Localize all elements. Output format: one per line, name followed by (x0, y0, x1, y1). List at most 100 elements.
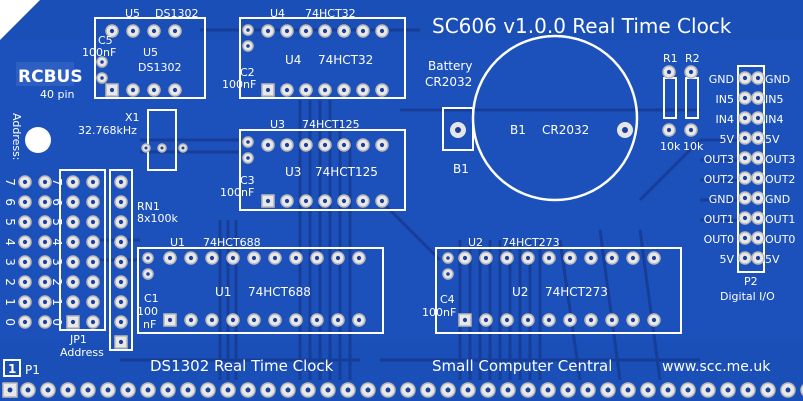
bus-pin-hole (45, 387, 51, 393)
u1-pad-hole (272, 317, 278, 323)
u1-part: 74HCT688 (203, 236, 261, 249)
u3-pad-hole (265, 198, 271, 204)
u4-pad-hole (379, 87, 385, 93)
u5-part-inner: DS1302 (138, 61, 181, 74)
u5-pad-hole (109, 28, 115, 34)
p2-pin-label-left: IN5 (716, 93, 734, 106)
rcbus-logo: RCBUS (18, 67, 83, 87)
u1-part-inner: 74HCT688 (248, 285, 311, 299)
address-pad-hole (42, 179, 48, 185)
u2-ref-inner: U2 (512, 285, 528, 299)
rn1-pad-hole (118, 219, 124, 225)
p2-pad-hole (742, 135, 748, 141)
address-bit-label-right: 6 (50, 198, 64, 206)
u2-ref: U2 (468, 236, 483, 249)
p2-pad-hole (742, 75, 748, 81)
address-pad-hole (22, 179, 28, 185)
u3-pad-hole (379, 198, 385, 204)
jp1-ref: JP1 (69, 333, 87, 346)
c1-unit: nF (143, 318, 156, 331)
p2-pad-hole (742, 115, 748, 121)
p2-pin-label-right: OUT2 (765, 173, 795, 186)
u1-pad-hole (251, 317, 257, 323)
address-pad-hole (42, 279, 48, 285)
p2-label: Digital I/O (720, 290, 775, 303)
battery-ref-inner: B1 (510, 123, 526, 137)
p2-pad-hole (742, 95, 748, 101)
r1-ref: R1 (663, 52, 678, 65)
p2-pad-hole (755, 255, 761, 261)
u2-outline (435, 247, 682, 334)
address-pad-hole (22, 219, 28, 225)
p2-pad-hole (742, 195, 748, 201)
u1-pad-hole (314, 317, 320, 323)
bus-pin-hole (385, 387, 391, 393)
u1-pad-hole (167, 317, 173, 323)
bus-pin-hole (165, 387, 171, 393)
u5-pad-hole (151, 87, 157, 93)
battery-label: Battery (428, 59, 472, 73)
u4-ref-inner: U4 (285, 53, 301, 67)
u4-pad-hole (265, 28, 271, 34)
address-pad-hole (42, 219, 48, 225)
rcbus-logo-box (16, 62, 74, 86)
u5-ref-inner: U5 (143, 46, 158, 59)
jp1-pad-hole (90, 239, 96, 245)
footer-mid: Small Computer Central (432, 357, 612, 375)
u4-part-inner: 74HCT32 (318, 53, 373, 67)
p2-pin-label-right: GND (765, 73, 790, 86)
u5-pad-hole (109, 87, 115, 93)
pads (2, 24, 803, 398)
rn1-ref: RN1 (137, 200, 160, 213)
crystal-pad-hole (160, 146, 164, 150)
bus-pin-hole (465, 387, 471, 393)
u4-pad-hole (322, 28, 328, 34)
u2-pad-hole (483, 255, 489, 261)
p2-pad-hole (755, 135, 761, 141)
u3-pad-hole (360, 142, 366, 148)
battery-ref: B1 (453, 162, 469, 176)
u4-pad-hole (322, 87, 328, 93)
r2-ref: R2 (685, 52, 700, 65)
u1-ref: U1 (170, 236, 185, 249)
rn1-pad-hole (118, 239, 124, 245)
p2-pad-hole (755, 95, 761, 101)
resistor-pad-hole (688, 127, 694, 133)
u3-pad-hole (284, 142, 290, 148)
c2-ref: C2 (240, 66, 255, 79)
address-bit-label-right: 7 (50, 178, 64, 186)
bus-pin-hole (525, 387, 531, 393)
capacitor-pad-hole (246, 156, 250, 160)
p2-pin-labels: GNDIN5IN45VOUT3OUT2GNDOUT1OUT05VGNDIN5IN… (704, 73, 796, 266)
address-pad-hole (22, 279, 28, 285)
u3-pad-hole (284, 198, 290, 204)
address-pad-hole (22, 239, 28, 245)
p2-pad-hole (742, 255, 748, 261)
p2-pin-label-right: IN5 (765, 93, 783, 106)
u5-ref: U5 (125, 7, 140, 20)
u2-pad-hole (546, 255, 552, 261)
address-bit-label-right: 2 (50, 278, 64, 286)
jp1-pad-hole (70, 179, 76, 185)
p2-pin-label-right: IN4 (765, 113, 783, 126)
bus-pin-hole (205, 387, 211, 393)
u4-pad-hole (284, 28, 290, 34)
address-bit-label-right: 5 (50, 218, 64, 226)
u1-pad-hole (230, 255, 236, 261)
u4-outline (239, 17, 406, 99)
jp1-pad-hole (90, 199, 96, 205)
jp1-pad-hole (90, 319, 96, 325)
bus-pin-1-hole (7, 387, 13, 393)
rn1-outline (109, 169, 133, 351)
address-bit-label-right: 4 (50, 238, 64, 246)
jp1-pad-hole (70, 299, 76, 305)
pin1-marker: 1 (8, 362, 16, 376)
p2-pad-hole (755, 195, 761, 201)
labels: SC606 v1.0.0 Real Time Clock DS1302 Real… (8, 7, 775, 377)
capacitor-pad-hole (100, 60, 104, 64)
c1-value: 100 (137, 305, 158, 318)
rn1-pad-hole (118, 339, 124, 345)
bus-pin-hole (665, 387, 671, 393)
p2-pin-label-left: GND (709, 73, 734, 86)
